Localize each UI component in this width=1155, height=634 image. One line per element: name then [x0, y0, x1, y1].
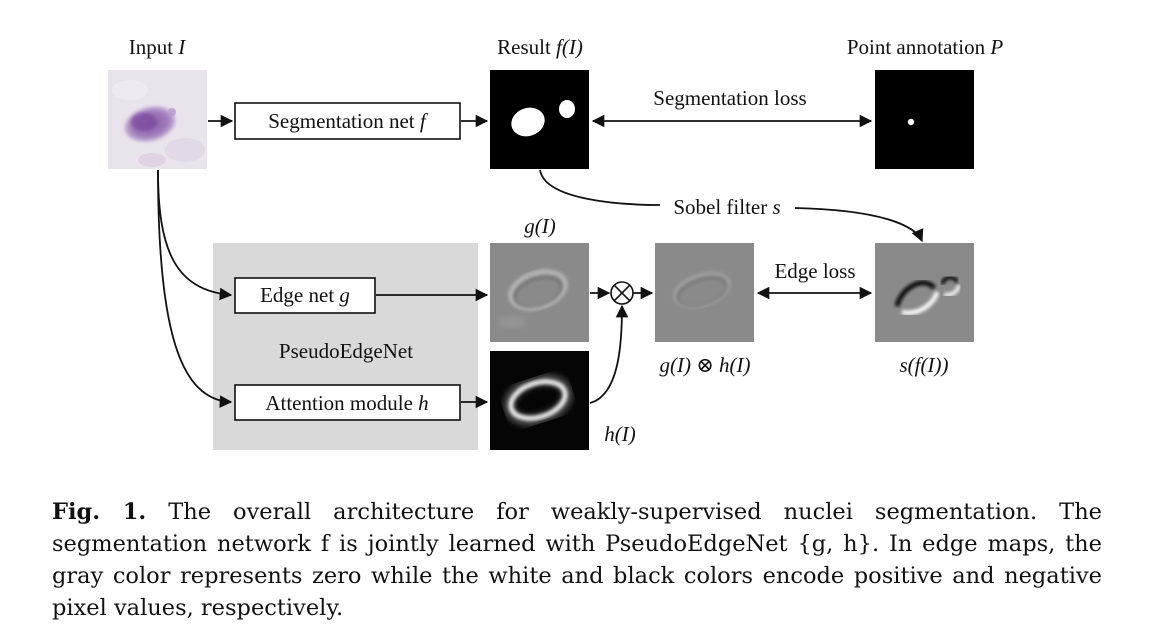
point-annotation-label: Point annotation P: [847, 35, 1004, 59]
product-edge-image: [655, 243, 754, 342]
segmentation-net-box: [234, 102, 461, 140]
figure-caption: Fig. 1. The overall architecture for wea…: [52, 496, 1102, 624]
edge-net-box: [234, 277, 376, 314]
result-image: [490, 70, 589, 169]
segmentation-net-label: Segmentation net f: [268, 109, 429, 133]
input-image: [108, 70, 207, 169]
edge-map-g-image: [490, 243, 589, 342]
sobel-filter-label: Sobel filter s: [673, 195, 780, 219]
arrow-input-to-attention: [157, 169, 233, 408]
otimes-operator: [610, 281, 634, 305]
edge-loss-label: Edge loss: [774, 259, 855, 283]
point-annotation-image: [875, 70, 974, 169]
arrow-sobel-filter: [539, 169, 922, 241]
figure-number: Fig. 1.: [52, 499, 147, 525]
caption-text: The overall architecture for weakly-supe…: [52, 499, 1102, 621]
input-label: Input I: [129, 35, 187, 59]
sobel-edge-image: [875, 243, 974, 342]
g-of-i-label: g(I): [524, 214, 555, 238]
edge-net-label: Edge net g: [260, 283, 350, 307]
attention-map-h-image: [490, 351, 589, 450]
result-label: Result f(I): [497, 35, 583, 59]
sobel-of-result-label: s(f(I)): [900, 353, 949, 377]
product-label: g(I) ⊗ h(I): [659, 353, 750, 377]
segmentation-loss-label: Segmentation loss: [653, 86, 806, 110]
architecture-diagram: Input I Result f(I) Point annotation P S…: [108, 35, 1004, 450]
pseudoedgenet-label: PseudoEdgeNet: [279, 339, 413, 363]
attention-module-label: Attention module h: [265, 391, 428, 415]
arrow-h-to-otimes: [589, 304, 629, 404]
attention-module-box: [234, 384, 461, 421]
h-of-i-label: h(I): [604, 422, 635, 446]
